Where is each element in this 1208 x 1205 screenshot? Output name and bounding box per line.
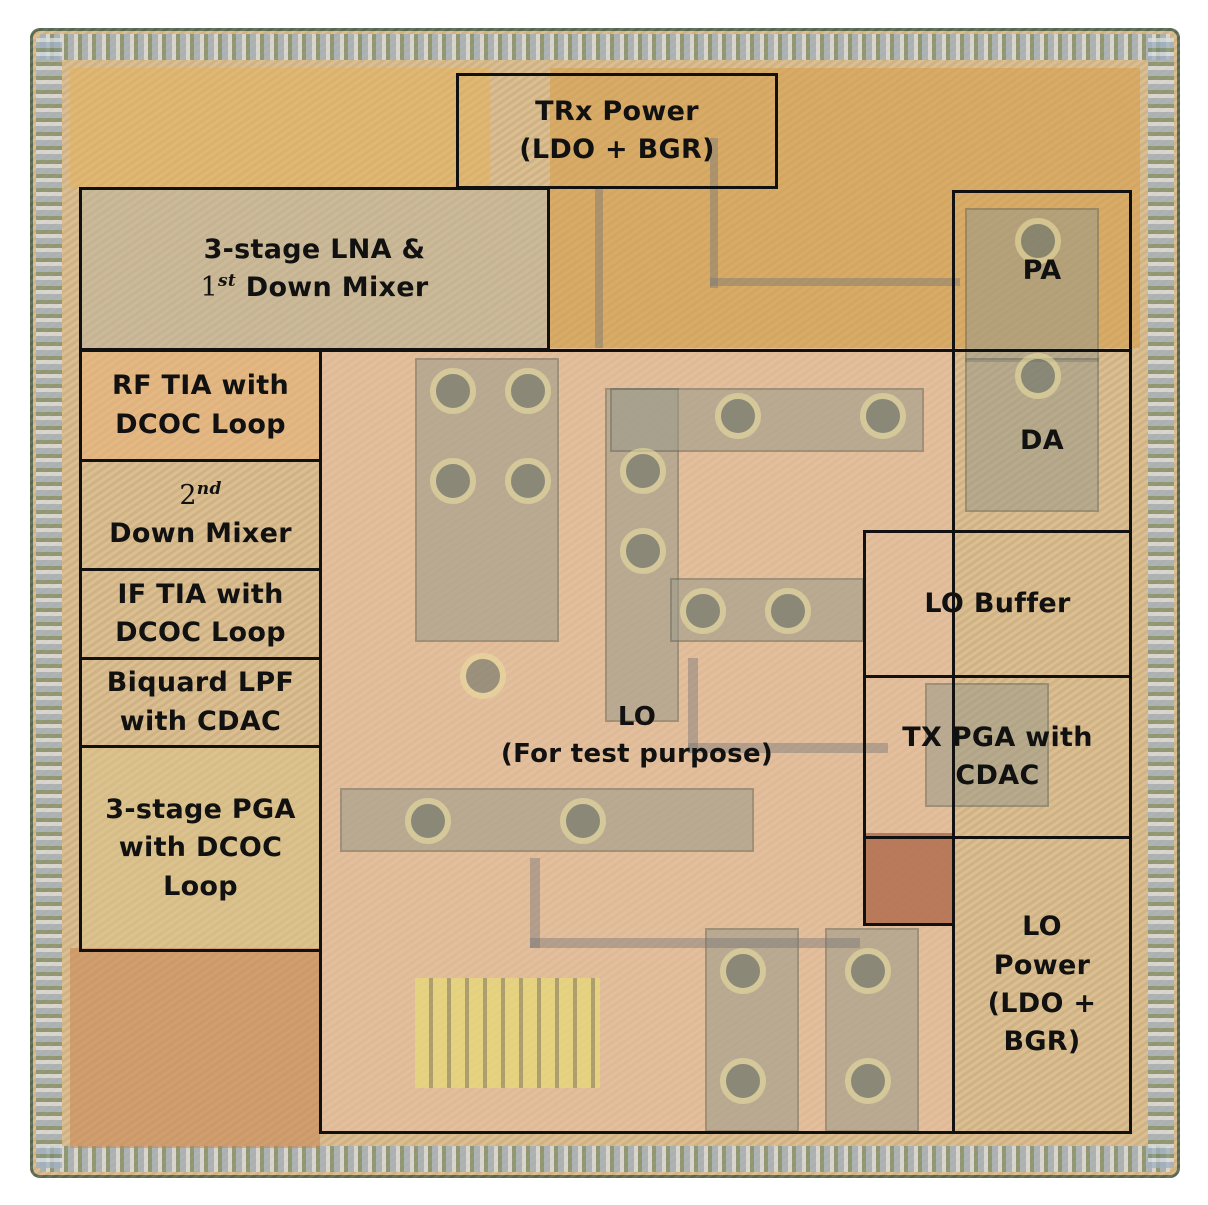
pa-label: PA <box>1022 254 1062 286</box>
lo-buffer-divider <box>863 836 866 926</box>
copper-fill-topleft <box>70 68 490 188</box>
left-pad-ring <box>36 38 62 1168</box>
lna-mixer-block: 3-stage LNA & 1st Down Mixer <box>79 187 550 351</box>
inductor-4 <box>505 458 551 504</box>
second-mixer-block: 2nd Down Mixer <box>79 459 322 571</box>
lo-buffer-block: LO Buffer <box>863 530 1132 678</box>
lo-block: LO (For test purpose) <box>319 349 955 1134</box>
wire-1 <box>688 658 698 753</box>
lna-mixer-line2-rest: Down Mixer <box>236 272 429 303</box>
inductor-2 <box>505 368 551 414</box>
inductor-12 <box>405 798 451 844</box>
inductor-9 <box>680 588 726 634</box>
inductor-5 <box>620 448 666 494</box>
inductor-6 <box>620 528 666 574</box>
da-block: DA <box>952 349 1132 533</box>
inductor-15 <box>720 1058 766 1104</box>
inductor-18 <box>1015 218 1061 264</box>
inductor-3 <box>430 458 476 504</box>
lna-mixer-line1: 3-stage LNA & <box>203 233 426 265</box>
wire-2 <box>688 743 888 753</box>
lo-buffer-label: LO Buffer <box>924 587 1071 619</box>
wire-3 <box>530 858 540 948</box>
inductor-16 <box>845 948 891 994</box>
pga-area-tint <box>80 748 320 948</box>
inductor-1 <box>430 368 476 414</box>
chip-die-photo <box>30 28 1180 1178</box>
inductor-8 <box>860 393 906 439</box>
lo-buffer-dark-patch <box>865 833 953 923</box>
tx-pga-block: TX PGA with CDAC <box>863 675 1132 839</box>
lo-power-label: LO Power (LDO + BGR) <box>987 911 1097 1058</box>
inductor-17 <box>845 1058 891 1104</box>
wire-4 <box>530 938 860 948</box>
second-mixer-ordinal-suffix: nd <box>196 478 222 499</box>
pga-3stage-label: 3-stage PGA with DCOC Loop <box>105 794 296 902</box>
inductor-10 <box>765 588 811 634</box>
tx-pga-label: TX PGA with CDAC <box>902 721 1093 791</box>
rf-tia-label: RF TIA with DCOC Loop <box>111 370 290 440</box>
right-pad-ring <box>1148 38 1174 1168</box>
wire-5 <box>595 188 603 348</box>
tx-pga-cell <box>925 683 1049 807</box>
second-mixer-label: 2nd Down Mixer <box>109 477 292 554</box>
if-tia-label: IF TIA with DCOC Loop <box>115 578 286 648</box>
second-mixer-line2: Down Mixer <box>109 518 292 549</box>
top-pad-ring <box>40 34 1170 60</box>
trx-power-block: TRx Power (LDO + BGR) <box>456 73 778 189</box>
lna-mixer-line2: 1st Down Mixer <box>201 269 429 307</box>
lna-area-tint <box>80 188 550 348</box>
rf-tia-tint <box>80 350 320 460</box>
bottom-pad-ring <box>40 1146 1170 1172</box>
inductor-14 <box>720 948 766 994</box>
inductor-19 <box>1015 353 1061 399</box>
rf-tia-block: RF TIA with DCOC Loop <box>79 349 322 462</box>
biquad-lpf-label: Biquard LPF with CDAC <box>106 667 295 737</box>
copper-fill-bottomleft <box>70 948 320 1148</box>
trx-power-label: TRx Power (LDO + BGR) <box>519 95 715 165</box>
pga-3stage-block: 3-stage PGA with DCOC Loop <box>79 745 322 952</box>
lo-power-block: LO Power (LDO + BGR) <box>952 836 1132 1134</box>
biquad-lpf-block: Biquard LPF with CDAC <box>79 657 322 748</box>
wire-6 <box>710 138 718 288</box>
wire-7 <box>710 278 960 286</box>
lna-mixer-label: 3-stage LNA & 1st Down Mixer <box>201 231 429 308</box>
if-tia-block: IF TIA with DCOC Loop <box>79 568 322 660</box>
second-mixer-ordinal-number: 2 <box>179 479 197 511</box>
lo-label: LO (For test purpose) <box>500 701 774 769</box>
da-label: DA <box>1020 424 1064 456</box>
power-grid <box>415 978 600 1088</box>
inductor-7 <box>715 393 761 439</box>
inductor-11 <box>460 653 506 699</box>
pa-block: PA <box>952 190 1132 352</box>
lna-mixer-ordinal-suffix: st <box>218 271 237 291</box>
inductor-13 <box>560 798 606 844</box>
lo-buffer-bottom-edge <box>863 923 955 926</box>
lna-mixer-ordinal-number: 1 <box>200 272 219 303</box>
second-mixer-line1: 2nd <box>179 477 221 515</box>
